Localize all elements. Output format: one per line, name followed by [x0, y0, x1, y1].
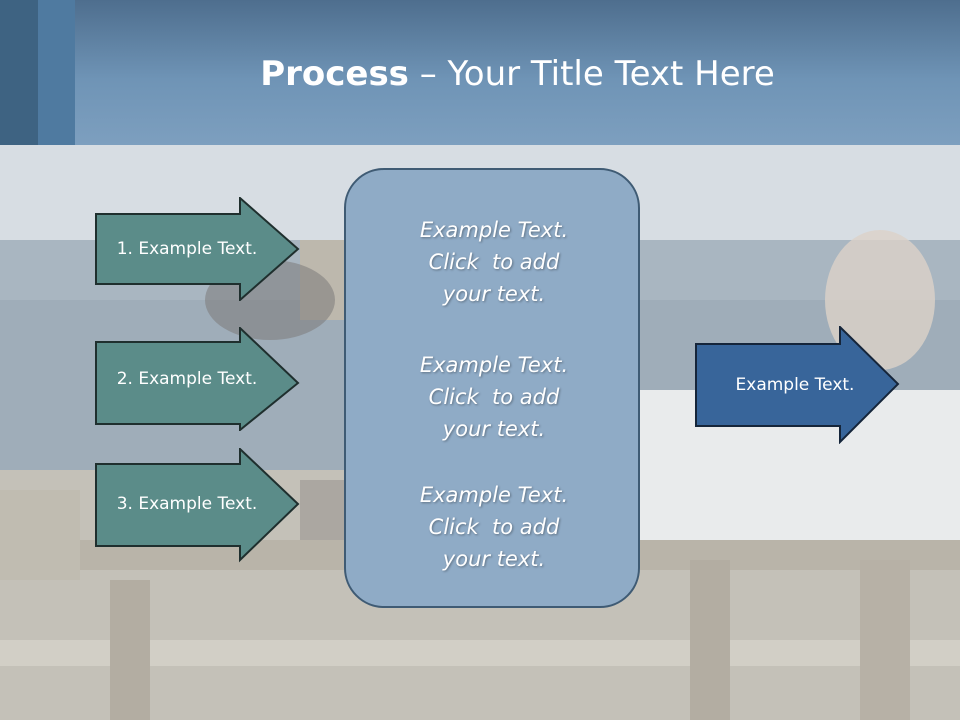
arrow-shape	[95, 327, 300, 431]
result-arrow-label: Example Text.	[735, 375, 855, 395]
process-arrow-2[interactable]: 2. Example Text.	[95, 327, 300, 431]
center-text-block-3[interactable]: Example Text. Click to add your text.	[346, 479, 642, 575]
process-arrow-label: 3. Example Text.	[116, 494, 258, 514]
center-text-line: your text.	[442, 282, 546, 306]
title-bar	[0, 0, 960, 145]
arrow-shape	[95, 197, 300, 301]
slide-title-bold: Process	[260, 54, 409, 94]
center-text-line: Click to add	[428, 250, 560, 274]
process-arrow-label: 2. Example Text.	[116, 369, 258, 389]
process-arrow-3[interactable]: 3. Example Text.	[95, 448, 300, 563]
process-arrow-1[interactable]: 1. Example Text.	[95, 197, 300, 301]
process-arrow-label: 1. Example Text.	[116, 239, 258, 259]
title-accent-stripe	[0, 0, 38, 145]
center-text-line: your text.	[442, 547, 546, 571]
center-text-block-1[interactable]: Example Text. Click to add your text.	[346, 214, 642, 310]
slide-title-rest: – Your Title Text Here	[408, 54, 775, 94]
center-text-line: Click to add	[428, 515, 560, 539]
center-text-box[interactable]: Example Text. Click to add your text. Ex…	[344, 168, 640, 608]
result-arrow[interactable]: Example Text.	[695, 326, 900, 444]
arrow-shape	[95, 448, 300, 563]
title-accent-stripe-light	[38, 0, 75, 145]
center-text-block-2[interactable]: Example Text. Click to add your text.	[346, 349, 642, 445]
center-text-line: Example Text.	[419, 483, 569, 507]
center-text-line: Example Text.	[419, 218, 569, 242]
center-text-line: Example Text.	[419, 353, 569, 377]
slide-title[interactable]: Process – Your Title Text Here	[75, 52, 960, 96]
arrow-shape	[695, 326, 900, 444]
center-text-line: Click to add	[428, 385, 560, 409]
center-text-line: your text.	[442, 417, 546, 441]
